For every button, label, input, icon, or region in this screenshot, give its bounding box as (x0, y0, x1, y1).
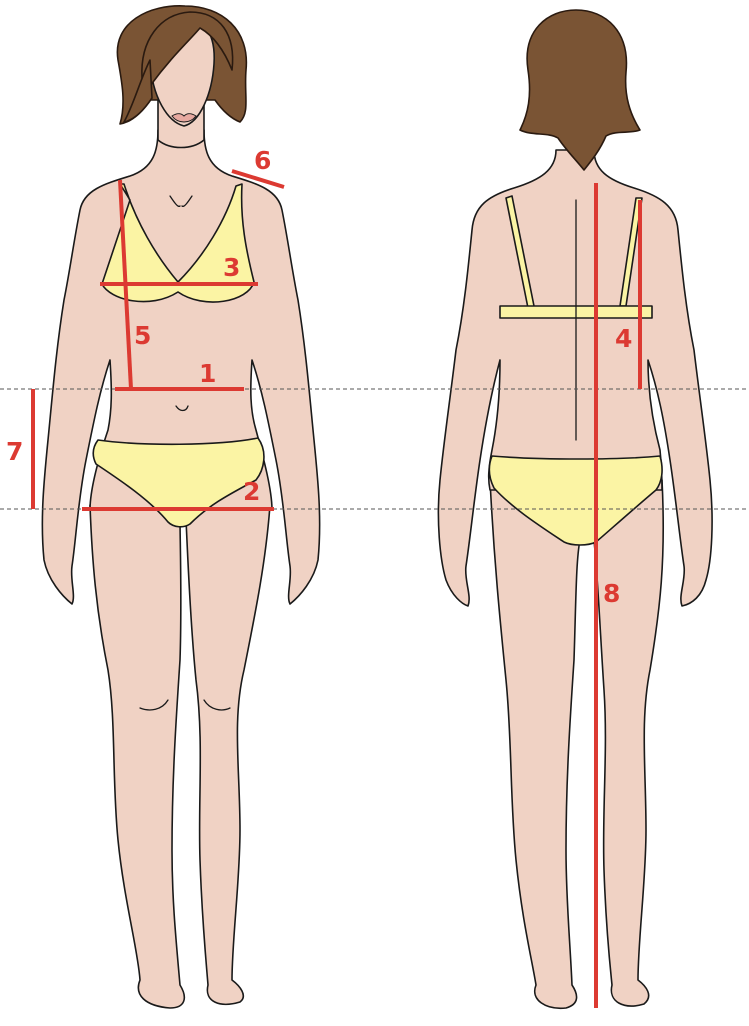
front-torso (42, 130, 319, 604)
front-figure (42, 6, 319, 1008)
back-legs (490, 480, 663, 1008)
front-legs (90, 505, 270, 1008)
label-hip-depth: 7 (6, 437, 23, 466)
label-bust: 3 (223, 253, 240, 282)
label-height: 8 (603, 579, 620, 608)
back-hair (520, 10, 640, 170)
label-waist: 1 (199, 359, 216, 388)
label-shoulder: 6 (254, 146, 271, 175)
label-front-length: 5 (134, 321, 151, 350)
label-hip: 2 (243, 477, 260, 506)
label-back-length: 4 (615, 324, 632, 353)
